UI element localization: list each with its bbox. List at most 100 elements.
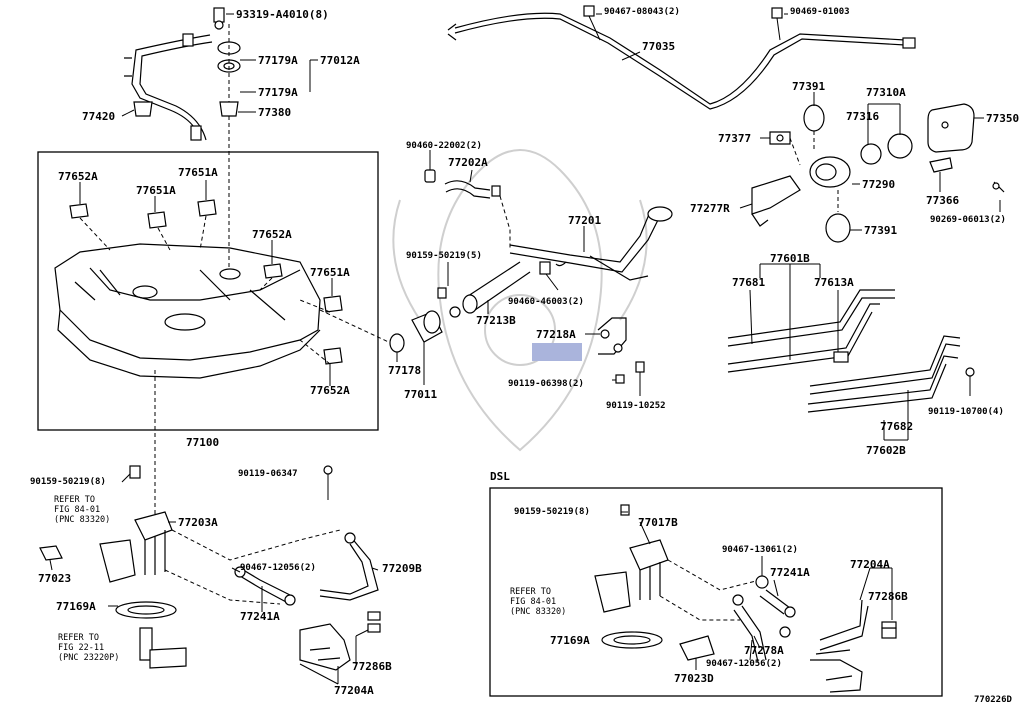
vent-cable (447, 5, 916, 110)
label-77310a: 77310A (866, 86, 906, 99)
label-77277r: 77277R (690, 202, 730, 215)
label-77601b: 77601B (770, 252, 810, 265)
label-77286b-left: 77286B (352, 660, 392, 673)
label-90159-50219-5: 90159-50219(5) (406, 251, 482, 261)
refer-note-2-line-1: REFER TO (58, 633, 99, 643)
refer-note-3: REFER TO FIG 84-01 (PNC 83320) (510, 587, 566, 617)
leader-lines (49, 13, 1001, 685)
label-77652a-2: 77652A (252, 228, 292, 241)
label-77202a: 77202A (448, 156, 488, 169)
label-90159-50219-8-dsl: 90159-50219(8) (514, 507, 590, 517)
vent-hose (424, 169, 511, 248)
label-77201: 77201 (568, 214, 601, 227)
label-77204a-dsl: 77204A (850, 558, 890, 571)
label-77682: 77682 (880, 420, 913, 433)
label-77652a-3: 77652A (310, 384, 350, 397)
label-90119-06347: 90119-06347 (238, 469, 298, 479)
breather-pipe (124, 33, 213, 141)
label-77316: 77316 (846, 110, 879, 123)
highlight-marker[interactable] (532, 343, 582, 361)
label-77011: 77011 (404, 388, 437, 401)
tank-insulators (69, 199, 343, 365)
label-77391-lower: 77391 (864, 224, 897, 237)
inlet-hose (449, 261, 551, 318)
label-77204a-left: 77204A (334, 684, 374, 697)
fuel-pump-assembly (39, 465, 341, 669)
label-77100: 77100 (186, 436, 219, 449)
refer-note-2-line-3: (PNC 23220P) (58, 653, 119, 663)
label-77651a-2: 77651A (136, 184, 176, 197)
label-90469-01003: 90469-01003 (790, 7, 850, 17)
label-77209b: 77209B (382, 562, 422, 575)
drawing-number: 770226D (974, 695, 1013, 705)
refer-note-1-line-1: REFER TO (54, 495, 95, 505)
label-77391-upper: 77391 (792, 80, 825, 93)
label-77652a-1: 77652A (58, 170, 98, 183)
label-77380: 77380 (258, 106, 291, 119)
fuel-filler-door (927, 103, 1005, 193)
label-90460-46003: 90460-46003(2) (508, 297, 584, 307)
label-77023d: 77023D (674, 672, 714, 685)
label-77241a-left: 77241A (240, 610, 280, 623)
label-90460-22002: 90460-22002(2) (406, 141, 482, 151)
label-dsl: DSL (490, 470, 510, 483)
label-77681: 77681 (732, 276, 765, 289)
fuel-filler-cap-group (751, 103, 913, 243)
fuel-inlet-pipe (509, 206, 673, 281)
label-77602b: 77602B (866, 444, 906, 457)
label-77290: 77290 (862, 178, 895, 191)
refer-note-2: REFER TO FIG 22-11 (PNC 23220P) (58, 633, 119, 663)
fuel-tank-grommets (133, 7, 241, 270)
filler-pipe-bracket (597, 317, 645, 384)
label-77651a-1: 77651A (178, 166, 218, 179)
label-90159-50219-8-left: 90159-50219(8) (30, 477, 106, 487)
label-93319-a4010: 93319-A4010(8) (236, 8, 329, 21)
label-77420: 77420 (82, 110, 115, 123)
label-90269-06013: 90269-06013(2) (930, 215, 1006, 225)
label-77286b-dsl: 77286B (868, 590, 908, 603)
label-77218a: 77218A (536, 328, 576, 341)
label-90119-10252: 90119-10252 (606, 401, 666, 411)
label-90467-12056-dsl: 90467-12056(2) (706, 659, 782, 669)
fuel-tank (54, 243, 321, 379)
label-77350: 77350 (986, 112, 1019, 125)
refer-note-3-line-1: REFER TO (510, 587, 551, 597)
fuel-tank-assembly-box (37, 151, 379, 431)
label-77178: 77178 (388, 364, 421, 377)
fuel-tank-bands (727, 289, 975, 413)
label-90467-13061: 90467-13061(2) (722, 545, 798, 555)
label-90119-10700: 90119-10700(4) (928, 407, 1004, 417)
label-77278a: 77278A (744, 644, 784, 657)
label-77169a-left: 77169A (56, 600, 96, 613)
dsl-fuel-tube (810, 599, 897, 693)
label-90467-08043: 90467-08043(2) (604, 7, 680, 17)
label-77012a: 77012A (320, 54, 360, 67)
label-77651a-3: 77651A (310, 266, 350, 279)
label-77377: 77377 (718, 132, 751, 145)
label-77017b: 77017B (638, 516, 678, 529)
refer-note-3-line-3: (PNC 83320) (510, 607, 566, 617)
label-77613a: 77613A (814, 276, 854, 289)
watermark-emblem (392, 149, 648, 452)
label-77179a-lower: 77179A (258, 86, 298, 99)
refer-note-1: REFER TO FIG 84-01 (PNC 83320) (54, 495, 110, 525)
fuel-tube-left (299, 611, 381, 671)
refer-note-3-line-2: FIG 84-01 (510, 597, 556, 607)
label-77023: 77023 (38, 572, 71, 585)
tank-to-gauge-line (319, 309, 396, 346)
label-90467-12056-left: 90467-12056(2) (240, 563, 316, 573)
label-77179a-upper: 77179A (258, 54, 298, 67)
dsl-fuel-pump (594, 504, 761, 661)
refer-note-2-line-2: FIG 22-11 (58, 643, 104, 653)
dsl-variant-box (489, 487, 943, 697)
label-77241a-dsl: 77241A (770, 566, 810, 579)
label-77366: 77366 (926, 194, 959, 207)
label-77169a-dsl: 77169A (550, 634, 590, 647)
label-77213b: 77213B (476, 314, 516, 327)
filler-neck-to-tank (389, 287, 447, 385)
label-77035: 77035 (642, 40, 675, 53)
refer-note-1-line-3: (PNC 83320) (54, 515, 110, 525)
fuel-hose-left (234, 465, 379, 606)
